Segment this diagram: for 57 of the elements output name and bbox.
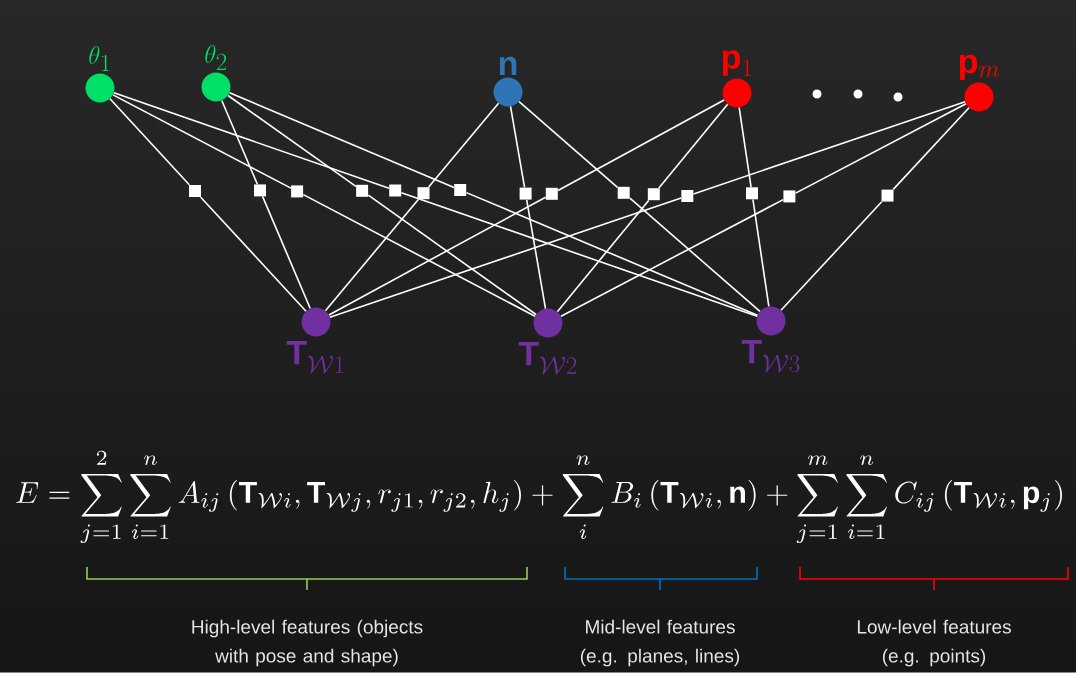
node-label: $\mathbf{T}_{\mathcal{W}3}$ <box>741 339 800 373</box>
edge-line <box>113 92 390 190</box>
edge-line <box>302 193 536 317</box>
edge-line <box>112 94 292 189</box>
edge-line <box>228 91 455 189</box>
edge-line <box>794 103 967 194</box>
edge-line <box>780 201 883 312</box>
edge-line <box>261 195 312 310</box>
variable-node: $\mathbf{p}_1$ <box>722 50 752 108</box>
edge-line <box>658 103 729 189</box>
edge-line <box>427 102 500 188</box>
edge-line <box>738 106 752 188</box>
edge-line <box>329 197 682 319</box>
variable-node: $\theta_2$ <box>201 45 231 102</box>
node-label: $\theta_1$ <box>89 46 110 72</box>
edge-line <box>557 99 725 192</box>
edge-line <box>328 196 547 316</box>
node-label: $\theta_2$ <box>205 45 227 71</box>
edge-line <box>324 198 420 312</box>
edge-line <box>518 100 619 189</box>
node-label: $\mathbf{p}_1$ <box>722 50 751 77</box>
caption-text: Mid-level features (e.g. planes, lines) <box>580 619 740 667</box>
edge-line <box>556 199 650 313</box>
node-label: $\mathbf{n}$ <box>499 56 517 76</box>
factor-square <box>746 187 758 200</box>
edge-line <box>465 191 759 317</box>
edge-line <box>199 196 307 312</box>
caption-text: Low-level features (e.g. points) <box>857 619 1011 667</box>
edge-line <box>220 99 259 185</box>
factor-square <box>681 190 694 202</box>
variable-node: $\mathbf{p}_m$ <box>959 54 1000 112</box>
edge-line <box>752 198 770 308</box>
edge-line <box>525 199 547 310</box>
variable-node: $\theta_1$ <box>85 46 115 103</box>
factor-square <box>254 184 266 197</box>
variable-node: $\mathbf{T}_{\mathcal{W}2}$ <box>518 308 577 375</box>
node-label: $\mathbf{p}_m$ <box>959 54 1000 81</box>
edge-line <box>560 198 784 317</box>
edge-line <box>109 98 191 186</box>
edge-line <box>367 194 537 316</box>
edge-line <box>892 107 970 191</box>
caption-text: High-level features (objects with pose and shape) <box>192 619 423 667</box>
factor-square <box>291 185 304 198</box>
energy-equation: $E=\sum_{j=1}^{2}\sum_{i=1}^{n}A_{ij}\left(\mathbf{T}_{\mathcal{W}i},\mathbf{T}_{\mathcal{W}j},r_{j1},r_{j2},h_j\right)+\sum_{i}^{n}B_i\left(\mathbf{T}_{\mathcal{W}i},\mathbf{n}\right)+\sum_{j=1}^{m}\sum_{i=1}^{n}C_{ij}\left(\mathbf{T}_{\mathcal{W}i},\mathbf{p}_j\right)$ <box>16 450 1062 544</box>
variable-node: $\mathbf{n}$ <box>493 56 523 107</box>
edge-line <box>227 94 357 188</box>
edge-line <box>629 197 761 313</box>
node-label: $\mathbf{T}_{\mathcal{W}1}$ <box>286 340 344 374</box>
edge-line <box>509 105 526 189</box>
variable-node: $\mathbf{T}_{\mathcal{W}3}$ <box>741 306 800 373</box>
factor-square <box>454 184 467 196</box>
factor-square <box>783 190 796 203</box>
node-label: $\mathbf{T}_{\mathcal{W}2}$ <box>518 341 577 375</box>
factor-square <box>189 185 201 197</box>
edge-line <box>400 191 758 317</box>
variable-node: $\mathbf{T}_{\mathcal{W}1}$ <box>286 307 344 374</box>
edge-line <box>692 100 966 195</box>
